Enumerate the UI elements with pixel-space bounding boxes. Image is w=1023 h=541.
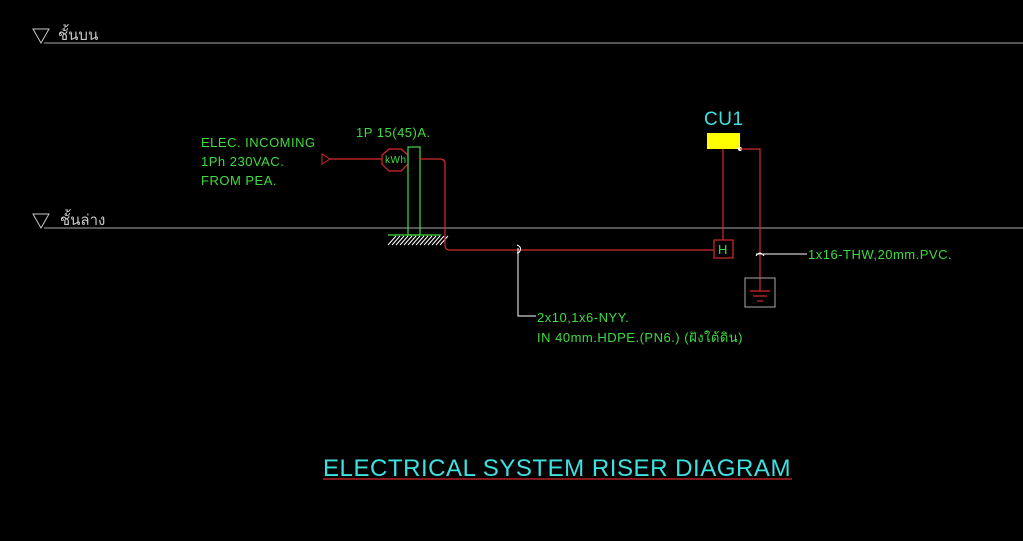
feeder-cable-spec: 2x10,1x6-NYY. bbox=[537, 310, 629, 325]
level-label-lower: ชั้นล่าง bbox=[60, 209, 105, 229]
hatch-line bbox=[439, 235, 449, 246]
kwh-meter-label: kWh bbox=[385, 155, 407, 166]
level-marker-triangle-icon bbox=[32, 28, 50, 45]
incoming-line-1: ELEC. INCOMING bbox=[201, 135, 316, 150]
meter-rating: 1P 15(45)A. bbox=[356, 125, 431, 140]
service-entry-arrow-icon bbox=[321, 153, 331, 165]
ground-hatch bbox=[387, 234, 449, 246]
incoming-line-2: 1Ph 230VAC. bbox=[201, 154, 284, 169]
hatch-line bbox=[387, 235, 397, 246]
hatch-line bbox=[399, 235, 409, 246]
junction-label: H bbox=[718, 242, 728, 257]
hatch-line bbox=[407, 235, 417, 246]
consumer-unit-icon[interactable] bbox=[707, 133, 740, 149]
hatch-line bbox=[411, 235, 421, 246]
meter-post bbox=[407, 146, 421, 236]
level-marker-triangle-icon bbox=[32, 213, 50, 230]
hatch-line bbox=[395, 235, 405, 246]
kwh-meter-icon[interactable]: kWh bbox=[381, 148, 409, 172]
level-upper: ชั้นบน bbox=[32, 24, 1023, 45]
hatch-line bbox=[431, 235, 441, 246]
feeder-cable-conduit: IN 40mm.HDPE.(PN6.) (ฝังใต้ดิน) bbox=[537, 330, 743, 345]
feeder-wire bbox=[420, 158, 714, 251]
kwh-meter-outline bbox=[381, 148, 409, 172]
hatch-line bbox=[427, 235, 437, 246]
hatch-line bbox=[415, 235, 425, 246]
hatch-line bbox=[403, 235, 413, 246]
ground-electrode-icon[interactable] bbox=[744, 277, 776, 308]
handhole-box-icon[interactable]: H bbox=[713, 239, 734, 259]
hatch-line bbox=[435, 235, 445, 246]
incoming-annotation: ELEC. INCOMING 1Ph 230VAC. FROM PEA. bbox=[201, 135, 316, 188]
level-label-upper: ชั้นบน bbox=[58, 24, 98, 44]
hatch-line bbox=[391, 235, 401, 246]
hatch-line bbox=[419, 235, 429, 246]
ground-cable-spec: 1x16-THW,20mm.PVC. bbox=[808, 247, 952, 262]
level-lower: ชั้นล่าง bbox=[32, 209, 1023, 230]
ground-leader-arc bbox=[755, 252, 765, 257]
feeder-leader bbox=[516, 244, 536, 317]
panel-name: CU1 bbox=[704, 109, 744, 130]
ground-wire bbox=[740, 148, 761, 291]
diagram-title: ELECTRICAL SYSTEM RISER DIAGRAM bbox=[323, 455, 791, 482]
incoming-line-3: FROM PEA. bbox=[201, 173, 277, 188]
hatch-line bbox=[423, 235, 433, 246]
